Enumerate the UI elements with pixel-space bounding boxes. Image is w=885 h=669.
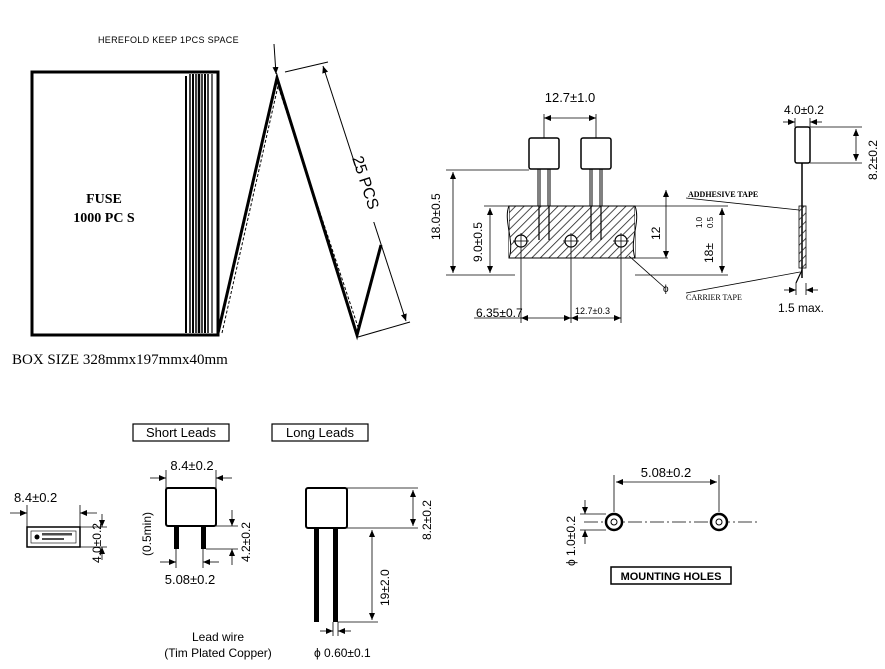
side-width: 4.0±0.2 <box>784 103 824 117</box>
top-view-height: 4.0±0.2 <box>90 523 104 563</box>
mounting-pitch: 5.08±0.2 <box>641 465 692 480</box>
tape-tol-upper: 1.0 <box>695 216 704 228</box>
short-leads-title-box <box>132 423 230 442</box>
box-spine <box>185 74 213 333</box>
tape-pitch-top: 12.7±1.0 <box>545 90 596 105</box>
tape-tol-lower: 0.5 <box>706 216 715 228</box>
side-height: 8.2±0.2 <box>866 140 880 180</box>
mounting-title: MOUNTING HOLES <box>621 571 722 583</box>
pitch-label-bg <box>336 170 388 222</box>
side-fuse-body <box>794 126 811 164</box>
fold-leader <box>272 43 279 75</box>
top-view-width: 8.4±0.2 <box>14 490 57 505</box>
box-label-line1: FUSE <box>86 192 122 207</box>
fuse-leads <box>537 169 603 206</box>
fold-note: HEREFOLD KEEP 1PCS SPACE <box>98 35 239 45</box>
tape-width: 12 <box>649 226 663 240</box>
long-leads-lead-dia: ϕ 0.60±0.1 <box>314 646 371 660</box>
tape-side-view: 4.0±0.2 8.2±0.2 1.5 max. ADDHESIVE TAPE … <box>685 103 880 315</box>
side-tape <box>798 205 807 269</box>
tape-front-view: 12.7±1.0 18.0±0.5 9.0±0.5 12 18± 1.0 0.5 <box>429 90 728 323</box>
short-leads-lead-left <box>174 526 179 549</box>
short-leads-lead-len: 4.2±0.2 <box>239 522 253 562</box>
long-leads-body-height: 8.2±0.2 <box>420 500 434 540</box>
short-leads-width: 8.4±0.2 <box>170 458 213 473</box>
mounting-hole-dia: ϕ 1.0±0.2 <box>564 516 578 566</box>
long-leads-view: Long Leads 8.2±0.2 19±2.0 ϕ 0.60±0.1 Lea… <box>164 423 434 660</box>
fuse-body-1 <box>528 137 560 170</box>
short-leads-title: Short Leads <box>146 425 217 440</box>
short-leads-view: Short Leads 8.4±0.2 (0.5min) 4.2±0.2 5.0… <box>132 423 253 587</box>
lead-wire-line1: Lead wire <box>192 630 244 644</box>
mounting-title-box <box>610 566 732 585</box>
adhesive-tape-label: ADDHESIVE TAPE <box>688 190 758 199</box>
tape-height-total: 18.0±0.5 <box>429 193 443 240</box>
mounting-holes-view: 5.08±0.2 ϕ 1.0±0.2 MOUNTING HOLES <box>564 465 758 585</box>
long-leads-lead-left <box>314 528 319 622</box>
packing-box-group: FUSE 1000 PC S HEREFOLD KEEP 1PCS SPACE … <box>12 35 411 368</box>
long-leads-lead-right <box>333 528 338 622</box>
tape-height-18: 18± <box>702 243 716 263</box>
tape-height-hole: 9.0±0.5 <box>471 222 485 262</box>
short-leads-standoff: (0.5min) <box>140 512 154 556</box>
fuse-body-2 <box>580 137 612 170</box>
short-leads-body <box>165 487 217 527</box>
carrier-tape-label: CARRIER TAPE <box>686 293 742 302</box>
tape-phi: ϕ <box>663 284 669 295</box>
short-leads-pitch: 5.08±0.2 <box>165 572 216 587</box>
tape-offset-left: 6.35±0.7 <box>476 306 523 320</box>
max-thickness: 1.5 max. <box>778 301 824 315</box>
top-view-logo <box>34 534 40 540</box>
short-leads-lead-right <box>201 526 206 549</box>
tape-pitch-hole: 12.7±0.3 <box>575 306 610 316</box>
long-leads-title: Long Leads <box>286 425 354 440</box>
side-lead-bend <box>795 269 803 284</box>
box-size: BOX SIZE 328mmx197mmx40mm <box>12 352 228 368</box>
long-leads-lead-len: 19±2.0 <box>378 569 392 606</box>
box-label-line2: 1000 PC S <box>73 211 135 226</box>
lead-wire-line2: (Tim Plated Copper) <box>164 646 272 660</box>
tape-break-right <box>632 205 638 259</box>
top-view-body <box>26 526 81 548</box>
carrier-tape-band <box>508 205 636 259</box>
tape-break-left <box>506 205 512 259</box>
long-leads-title-box <box>271 423 369 442</box>
top-view: 8.4±0.2 4.0±0.2 <box>10 490 107 563</box>
long-leads-body <box>305 487 348 529</box>
